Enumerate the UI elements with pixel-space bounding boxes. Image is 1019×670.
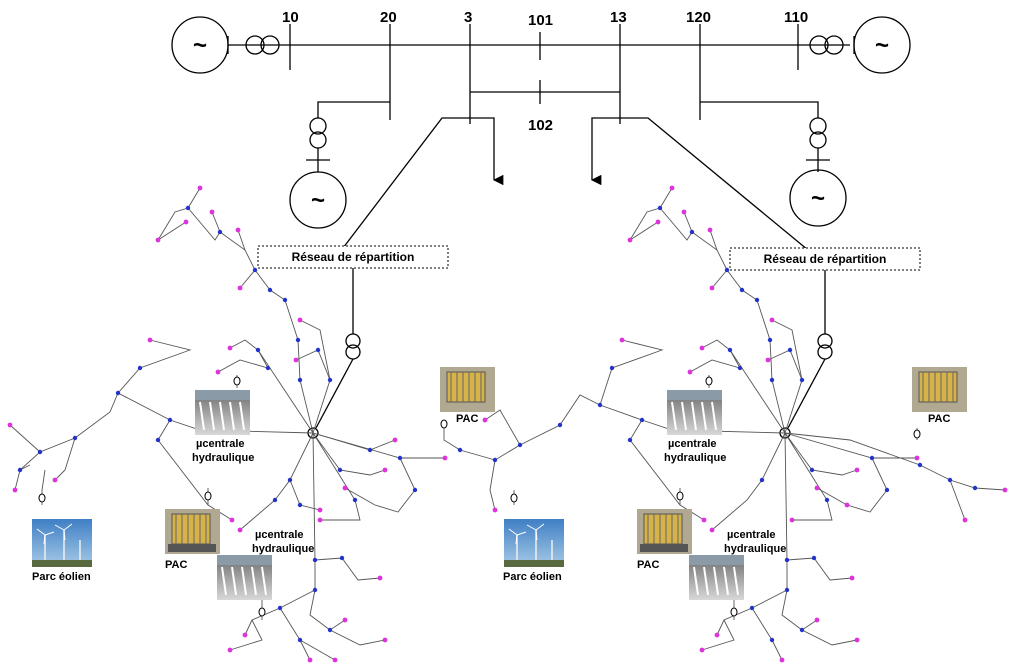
transmission-network: ~ ~ ~: [171, 9, 911, 251]
pac-image-center: [440, 367, 495, 412]
svg-text:~: ~: [875, 32, 889, 59]
hydro-image-left-bottom: [217, 555, 272, 600]
svg-text:20: 20: [380, 9, 397, 26]
reseau-box-left: [257, 245, 449, 269]
svg-text:Réseau de répartition: Réseau de répartition: [764, 252, 887, 266]
svg-text:hydraulique: hydraulique: [192, 452, 254, 464]
reseau-box-right: [729, 247, 921, 271]
hydro-image-left-top: [195, 390, 250, 435]
load-arrow-bus-3: [470, 117, 504, 186]
load-arrow-bus-13: [590, 117, 620, 186]
hydro-image-right-top: [667, 390, 722, 435]
svg-text:110: 110: [784, 9, 808, 26]
distribution-network-right: Réseau de répartition: [440, 185, 1008, 663]
svg-text:3: 3: [464, 9, 472, 26]
pac-image-right-bottom: [637, 509, 692, 554]
svg-text:hydraulique: hydraulique: [724, 543, 786, 555]
pac-image-right-far: [912, 367, 967, 412]
parc-eolien-label-right: Parc éolien: [503, 571, 562, 583]
generator-right-top: ~: [809, 16, 911, 74]
hydro-image-right-bottom: [689, 555, 744, 600]
pac-label-right-far: PAC: [928, 413, 950, 425]
generator-bus-120: ~: [700, 101, 847, 227]
wind-park-image-right: [504, 519, 564, 567]
svg-text:~: ~: [193, 32, 207, 59]
pac-label-right-a: PAC: [637, 559, 659, 571]
pac-label-left-a: PAC: [165, 559, 187, 571]
svg-text:~: ~: [811, 185, 825, 212]
svg-text:µcentrale: µcentrale: [727, 529, 776, 541]
svg-text:hydraulique: hydraulique: [664, 452, 726, 464]
svg-text:µcentrale: µcentrale: [668, 438, 717, 450]
svg-text:102: 102: [528, 117, 553, 134]
svg-text:101: 101: [528, 12, 553, 29]
svg-text:13: 13: [610, 9, 627, 26]
svg-text:µcentrale: µcentrale: [196, 438, 245, 450]
pac-label-center: PAC: [456, 413, 478, 425]
parc-eolien-label-left: Parc éolien: [32, 571, 91, 583]
svg-text:hydraulique: hydraulique: [252, 543, 314, 555]
wind-park-image-left: [32, 519, 92, 567]
svg-text:Réseau de répartition: Réseau de répartition: [292, 250, 415, 264]
svg-text:10: 10: [282, 9, 299, 26]
pac-image-left: [165, 509, 220, 554]
svg-text:µcentrale: µcentrale: [255, 529, 304, 541]
svg-text:120: 120: [686, 9, 711, 26]
generator-bus-20: ~: [289, 101, 390, 229]
generator-left-top: ~: [171, 16, 280, 74]
svg-text:~: ~: [311, 187, 325, 214]
distribution-network-left: Réseau de répartition: [7, 185, 449, 663]
